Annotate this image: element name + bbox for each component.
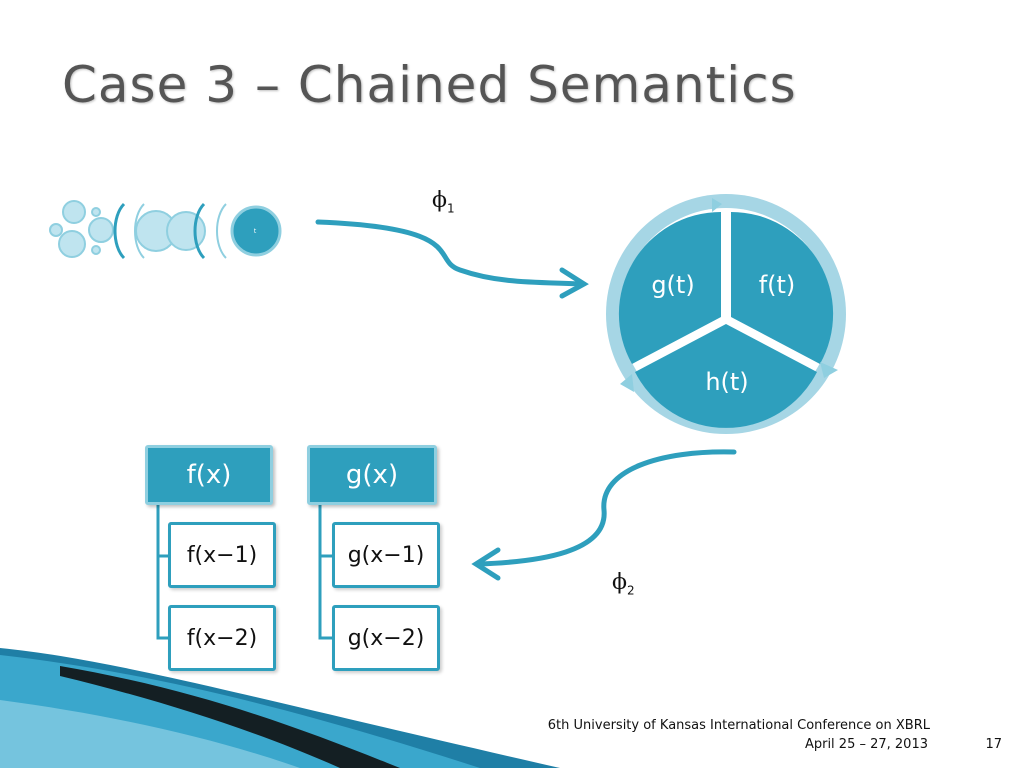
cycle-wheel	[606, 194, 846, 434]
tree-f-child-2: f(x−2)	[168, 605, 276, 671]
wheel-label-gt: g(t)	[651, 271, 695, 299]
footer-dates: April 25 – 27, 2013	[804, 737, 928, 752]
phi2-symbol: ϕ	[612, 570, 627, 595]
slide-title: Case 3 – Chained Semantics	[62, 56, 797, 114]
bubble-label: t	[254, 228, 257, 235]
bubble-cluster	[49, 200, 282, 260]
tree-g-top: g(x)	[307, 445, 437, 505]
wheel-segment-gt	[618, 211, 721, 364]
tree-f-child-1: f(x−1)	[168, 522, 276, 588]
wheel-label-ft: f(t)	[758, 271, 796, 299]
tree-f-top: f(x)	[145, 445, 273, 505]
phi2-label: ϕ2	[612, 570, 635, 597]
tree-connectors	[156, 504, 332, 640]
decorative-swoosh	[0, 648, 560, 768]
phi1-subscript: 1	[447, 201, 455, 216]
wheel-segment-ht	[635, 324, 817, 428]
arrow-phi1	[315, 219, 589, 299]
phi2-subscript: 2	[627, 583, 635, 598]
wheel-label-ht: h(t)	[705, 368, 749, 396]
footer-page-number: 17	[985, 737, 1002, 752]
phi1-symbol: ϕ	[432, 188, 447, 213]
phi1-label: ϕ1	[432, 188, 455, 215]
wheel-segment-ft	[731, 211, 834, 364]
footer-conference: 6th University of Kansas International C…	[547, 718, 930, 733]
arrow-phi2	[471, 449, 737, 581]
tree-g-child-1: g(x−1)	[332, 522, 440, 588]
tree-g-child-2: g(x−2)	[332, 605, 440, 671]
